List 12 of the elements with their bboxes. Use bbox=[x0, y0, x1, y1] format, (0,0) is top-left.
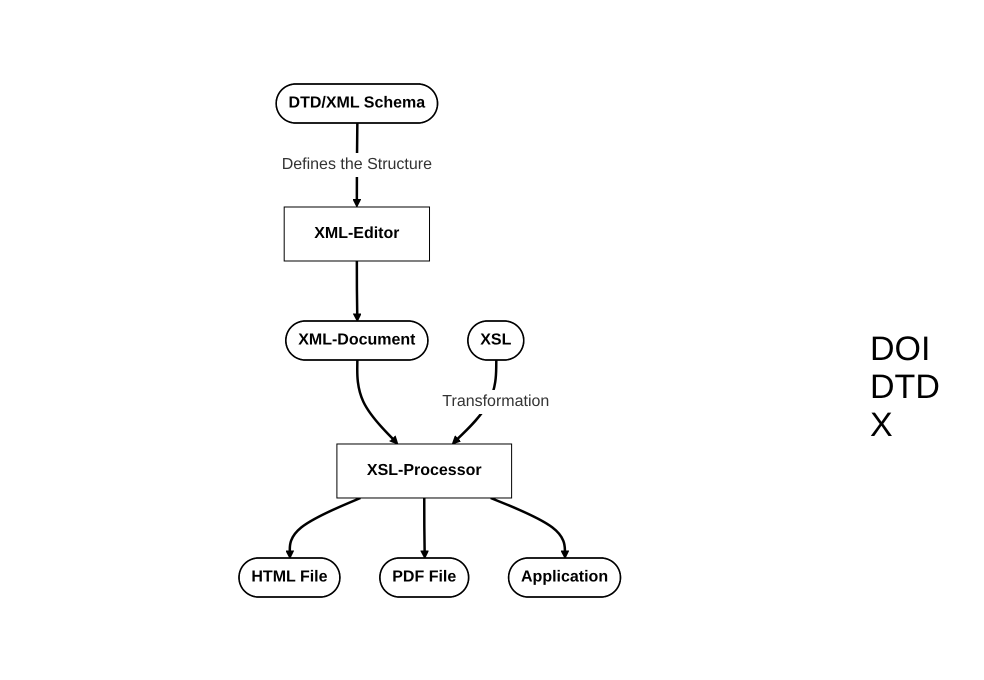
node-box: XSL-Processor bbox=[336, 443, 512, 498]
arrow bbox=[286, 496, 362, 558]
arrow bbox=[353, 260, 362, 322]
arrow bbox=[490, 496, 570, 558]
arrow bbox=[356, 360, 399, 444]
edge-label: Defines the Structure bbox=[282, 156, 432, 172]
arrow bbox=[420, 498, 430, 558]
note-text: DOI bbox=[870, 330, 932, 368]
note-text: DTD bbox=[870, 368, 940, 406]
note-text: X bbox=[870, 406, 894, 444]
edge-label: Transformation bbox=[442, 392, 550, 410]
node-box: XML-Editor bbox=[284, 206, 430, 261]
